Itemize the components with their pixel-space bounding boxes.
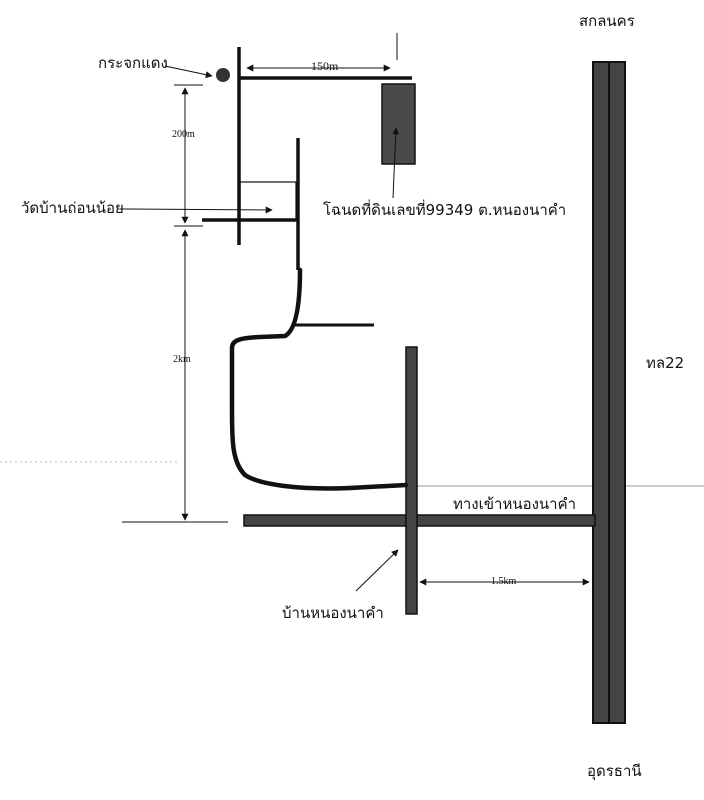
label-distance-1-5km: 1.5km <box>491 576 517 587</box>
arrow-mirror <box>164 65 213 79</box>
temple-grounds <box>239 181 297 221</box>
entrance-road <box>243 514 596 527</box>
label-land-parcel: โฉนดที่ดินเลขที่99349 ต.หนองนาคำ <box>323 201 567 219</box>
village-road <box>405 346 418 615</box>
red-mirror-landmark <box>216 68 230 82</box>
label-north-destination: สกลนคร <box>579 12 635 30</box>
winding-road <box>229 267 409 491</box>
arrow-parcel <box>392 127 400 199</box>
label-temple: วัดบ้านถ่อนน้อย <box>21 199 124 217</box>
label-highway: ทล22 <box>646 354 685 372</box>
label-distance-200m: 200m <box>172 129 195 140</box>
highway-22 <box>592 61 626 724</box>
label-entrance-road: ทางเข้าหนองนาคำ <box>453 495 577 513</box>
land-parcel <box>381 83 416 165</box>
arrow-temple <box>119 206 273 214</box>
arrow-village <box>355 549 399 592</box>
label-red-mirror: กระจกแดง <box>98 54 168 72</box>
label-distance-parcel: 150m <box>311 59 339 73</box>
label-distance-2km: 2km <box>173 354 191 365</box>
label-south-destination: อุดรธานี <box>587 762 642 780</box>
label-village: บ้านหนองนาคำ <box>282 604 384 622</box>
